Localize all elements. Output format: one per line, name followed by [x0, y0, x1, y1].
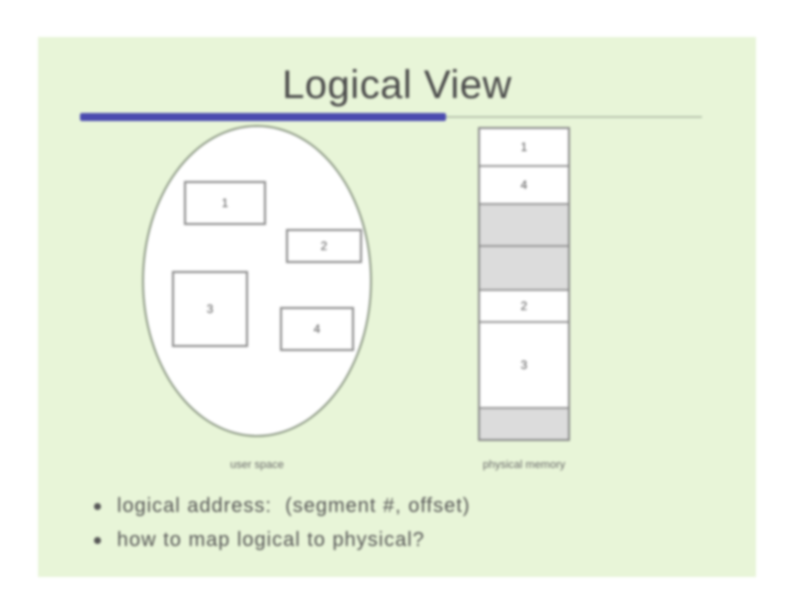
memory-block-free-3	[480, 409, 568, 439]
user-segment-1: 1	[184, 181, 266, 225]
bullet-icon	[94, 502, 101, 510]
user-segment-3: 3	[172, 271, 248, 347]
user-segment-4: 4	[280, 307, 354, 351]
user-space-caption: user space	[230, 459, 284, 471]
bullet-text: logical address: (segment #, offset)	[117, 495, 471, 517]
memory-block-free-1	[480, 205, 568, 247]
memory-block-3: 2	[480, 291, 568, 323]
memory-block-1: 1	[480, 129, 568, 167]
physical-memory-column: 1 4 2 3	[478, 127, 570, 441]
memory-block-free-2	[480, 247, 568, 291]
slide: Logical View 1 2 3 4 user space 1 4 2 3 …	[38, 37, 756, 577]
physical-memory-caption: physical memory	[482, 459, 566, 471]
bullet-text: how to map logical to physical?	[117, 529, 425, 551]
bullet-list: logical address: (segment #, offset) how…	[94, 489, 470, 557]
title-rule-accent	[80, 113, 446, 121]
bullet-item: logical address: (segment #, offset)	[94, 489, 470, 523]
bullet-item: how to map logical to physical?	[94, 523, 470, 557]
user-segment-2: 2	[286, 229, 362, 263]
bullet-icon	[94, 536, 101, 544]
slide-title: Logical View	[282, 63, 512, 107]
memory-block-2: 4	[480, 167, 568, 205]
memory-block-4: 3	[480, 323, 568, 409]
